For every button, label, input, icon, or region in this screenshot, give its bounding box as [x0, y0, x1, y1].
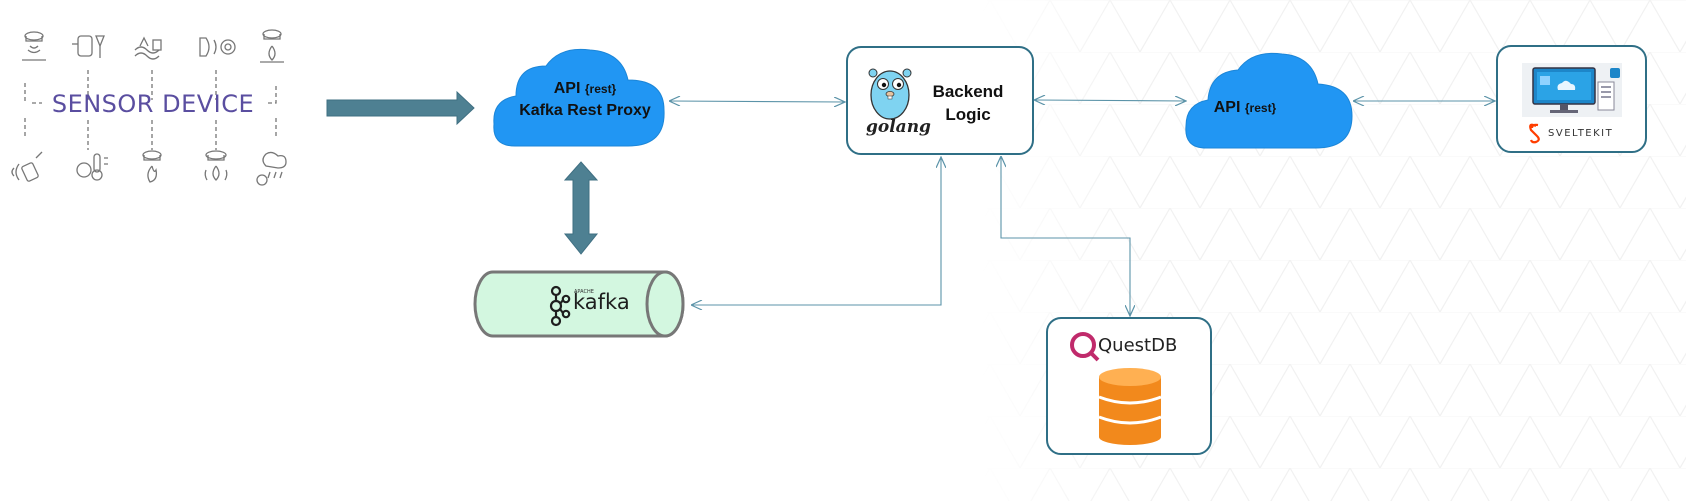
- sensor-frame-top: [24, 83, 277, 104]
- backend-logic-label: Backend Logic: [918, 80, 1018, 126]
- sensor-device-cluster: [11, 29, 287, 186]
- proxy-kafka-double-arrow: [563, 161, 599, 255]
- fire-alarm-icon: [72, 35, 105, 58]
- kafka-logo-icon: [549, 285, 571, 327]
- kafka-logo-text: kafka: [573, 290, 630, 314]
- api-right-rest: {rest}: [1244, 101, 1277, 115]
- rest-proxy-label: API {rest} Kafka Rest Proxy: [500, 78, 670, 122]
- monitor-dashboard-icon: [1522, 63, 1622, 117]
- questdb-logo-icon: [1070, 332, 1100, 362]
- rest-proxy-name: Kafka Rest Proxy: [519, 102, 651, 119]
- sveltekit-logo-text: SVELTEKIT: [1548, 128, 1614, 139]
- backend-questdb-connector: [1001, 157, 1130, 316]
- golang-gopher-icon: [868, 68, 912, 120]
- fire-sensor-icon: [142, 150, 162, 183]
- rest-proxy-api: API: [553, 80, 581, 97]
- golang-logo-text: golang: [866, 117, 931, 137]
- sensor-device-title: SENSOR DEVICE: [51, 90, 255, 118]
- backend-line1: Backend: [932, 82, 1004, 101]
- temperature-sensor-icon: [76, 153, 108, 181]
- kafka-backend-connector: [692, 157, 941, 305]
- sensor-frame-bottom: [24, 118, 277, 138]
- kafka-cylinder: [473, 270, 685, 338]
- rest-proxy-rest: {rest}: [584, 82, 617, 96]
- api-right-label: API {rest}: [1185, 99, 1305, 117]
- backend-line2: Logic: [945, 105, 991, 124]
- api-right-cloud: [1185, 52, 1353, 149]
- gas-leak-icon: [260, 29, 284, 63]
- flood-sensor-icon: [134, 36, 162, 60]
- water-drop-sensor-icon: [204, 150, 228, 181]
- rest-proxy-cloud: [493, 48, 665, 147]
- svelte-logo-icon: [1529, 123, 1540, 144]
- rain-sensor-icon: [256, 151, 287, 186]
- backend-api-connector: [1035, 100, 1186, 101]
- smoke-detector-icon: [22, 31, 46, 61]
- database-icon: [1098, 368, 1162, 445]
- proxy-backend-connector: [670, 101, 845, 102]
- sensor-to-proxy-arrow: [326, 90, 475, 126]
- questdb-logo-text: QuestDB: [1098, 335, 1178, 356]
- siren-icon: [199, 37, 236, 57]
- kafka-apache-text: APACHE: [574, 289, 594, 295]
- vibration-sensor-icon: [11, 151, 43, 182]
- api-right-api: API: [1213, 99, 1241, 116]
